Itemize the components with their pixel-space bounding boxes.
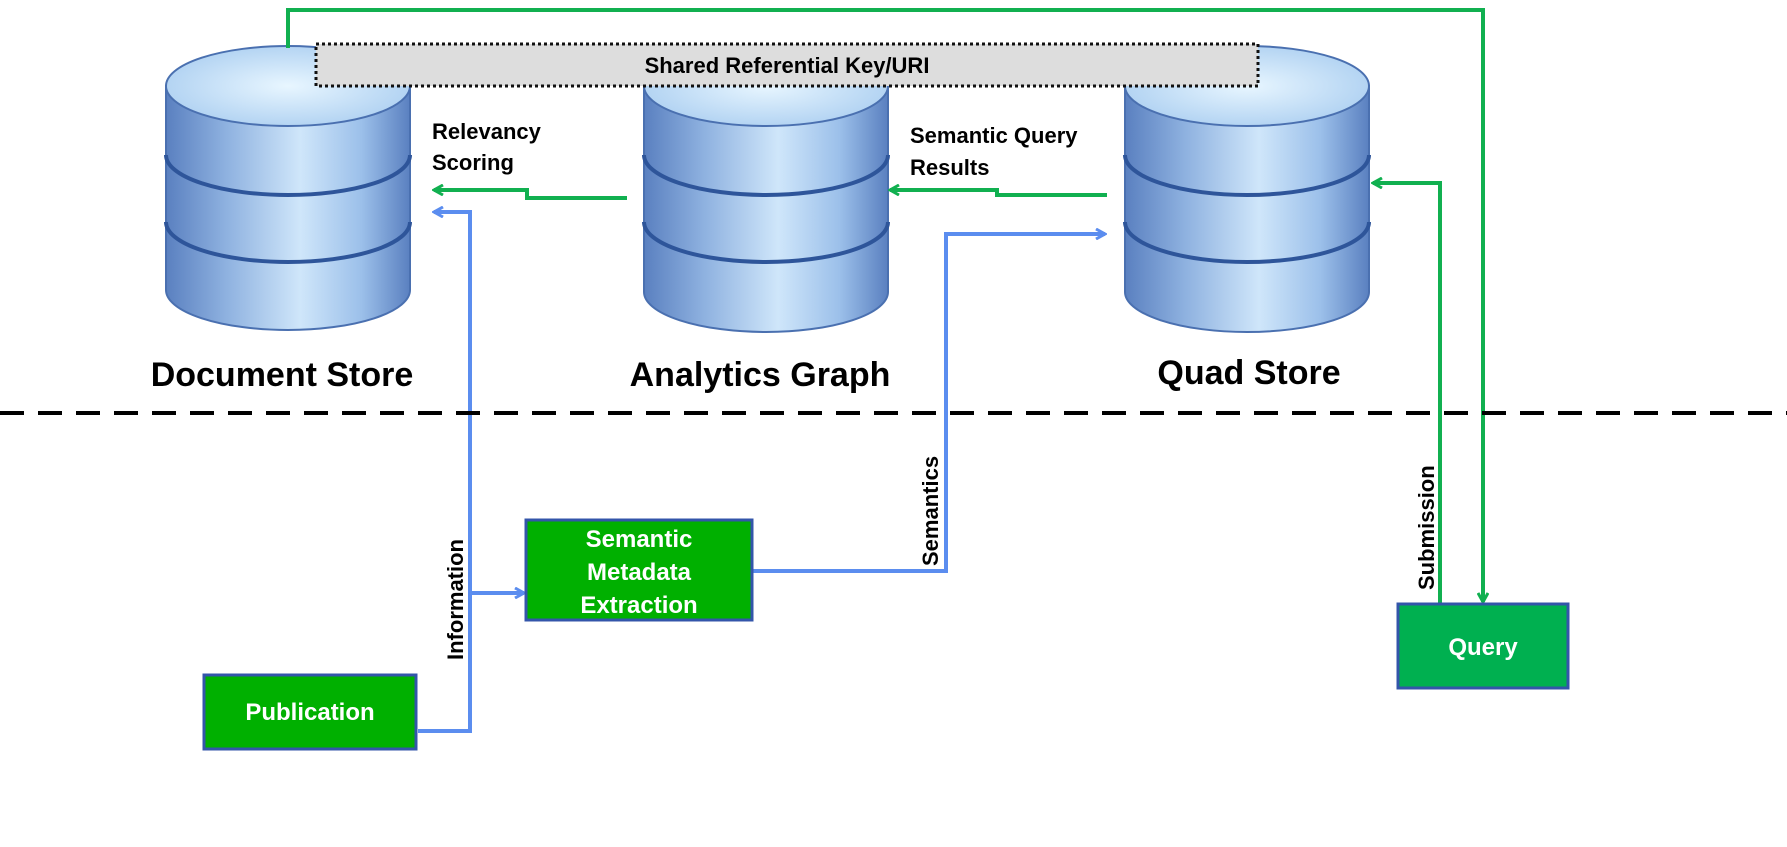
semantic-query-label-line1: Semantic Query	[910, 123, 1078, 148]
query-results-connector	[286, 8, 1483, 602]
analytics-graph-cylinder	[642, 45, 890, 333]
document-store-cylinder	[164, 45, 412, 331]
query-box: Query	[1396, 602, 1570, 690]
semantic-query-label-line2: Results	[910, 155, 989, 180]
analytics-graph-label: Analytics Graph	[630, 356, 891, 394]
quad-store-label: Quad Store	[1157, 354, 1340, 392]
quad-store-cylinder	[1123, 45, 1371, 333]
semantics-arrow	[753, 234, 1105, 573]
semantic-query-results-arrow	[890, 190, 1107, 197]
information-arrow	[418, 212, 472, 733]
extraction-label-line3: Extraction	[580, 592, 697, 619]
query-label: Query	[1448, 634, 1518, 661]
relevancy-scoring-arrow	[434, 190, 627, 200]
relevancy-label-line1: Relevancy	[432, 119, 542, 144]
relevancy-label-line2: Scoring	[432, 150, 514, 175]
publication-box: Publication	[202, 673, 418, 751]
shared-key-label: Shared Referential Key/URI	[645, 53, 930, 78]
submission-arrow	[1373, 183, 1442, 604]
document-store-label: Document Store	[151, 356, 414, 394]
extraction-label-line1: Semantic	[586, 526, 693, 553]
semantic-metadata-extraction-box: Semantic Metadata Extraction	[524, 518, 754, 622]
submission-label: Submission	[1414, 465, 1439, 590]
publication-label: Publication	[245, 699, 374, 726]
shared-key-banner: Shared Referential Key/URI	[314, 42, 1260, 88]
extraction-label-line2: Metadata	[587, 559, 692, 586]
information-label: Information	[443, 539, 468, 660]
semantics-label: Semantics	[918, 456, 943, 566]
